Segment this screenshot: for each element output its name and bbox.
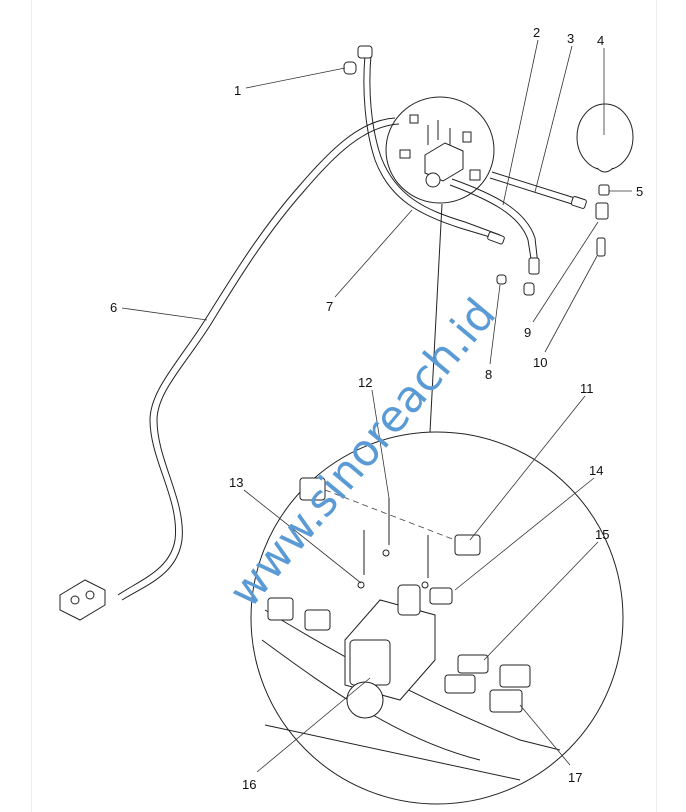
fitting-1	[343, 61, 357, 75]
callout-14: 14	[589, 463, 603, 478]
accumulator-4	[576, 103, 634, 257]
detail-connector	[429, 203, 443, 433]
fitting-17	[489, 689, 523, 713]
callout-7: 7	[326, 299, 333, 314]
elbow-11	[454, 534, 481, 556]
fitting-8	[496, 274, 507, 285]
pipe-3	[489, 171, 587, 209]
solenoid-14	[397, 584, 421, 616]
callout-5: 5	[636, 184, 643, 199]
fitting-10	[596, 237, 606, 257]
callout-2: 2	[533, 25, 540, 40]
callout-16: 16	[242, 777, 256, 792]
callout-10: 10	[533, 355, 547, 370]
pipe-6	[59, 117, 400, 621]
detail-circle-large	[250, 431, 624, 805]
page-border-left	[31, 0, 32, 812]
callout-13: 13	[229, 475, 243, 490]
pipe-1	[343, 45, 505, 245]
callout-4: 4	[597, 33, 604, 48]
watermark: www.sinoreach.id	[219, 289, 506, 617]
page-border-right	[656, 0, 657, 812]
pipe-2	[449, 178, 540, 275]
callout-11: 11	[580, 381, 594, 396]
tee-9	[595, 202, 609, 220]
detail-circle-small	[385, 96, 495, 204]
fitting-5	[598, 184, 610, 196]
callout-12: 12	[358, 375, 372, 390]
callout-9: 9	[524, 325, 531, 340]
callout-3: 3	[567, 31, 574, 46]
leader-lines	[121, 39, 632, 773]
callout-8: 8	[485, 367, 492, 382]
callout-6: 6	[110, 300, 117, 315]
fitting-15	[457, 654, 489, 674]
callout-1: 1	[234, 83, 241, 98]
callout-17: 17	[568, 770, 582, 785]
callout-15: 15	[595, 527, 609, 542]
